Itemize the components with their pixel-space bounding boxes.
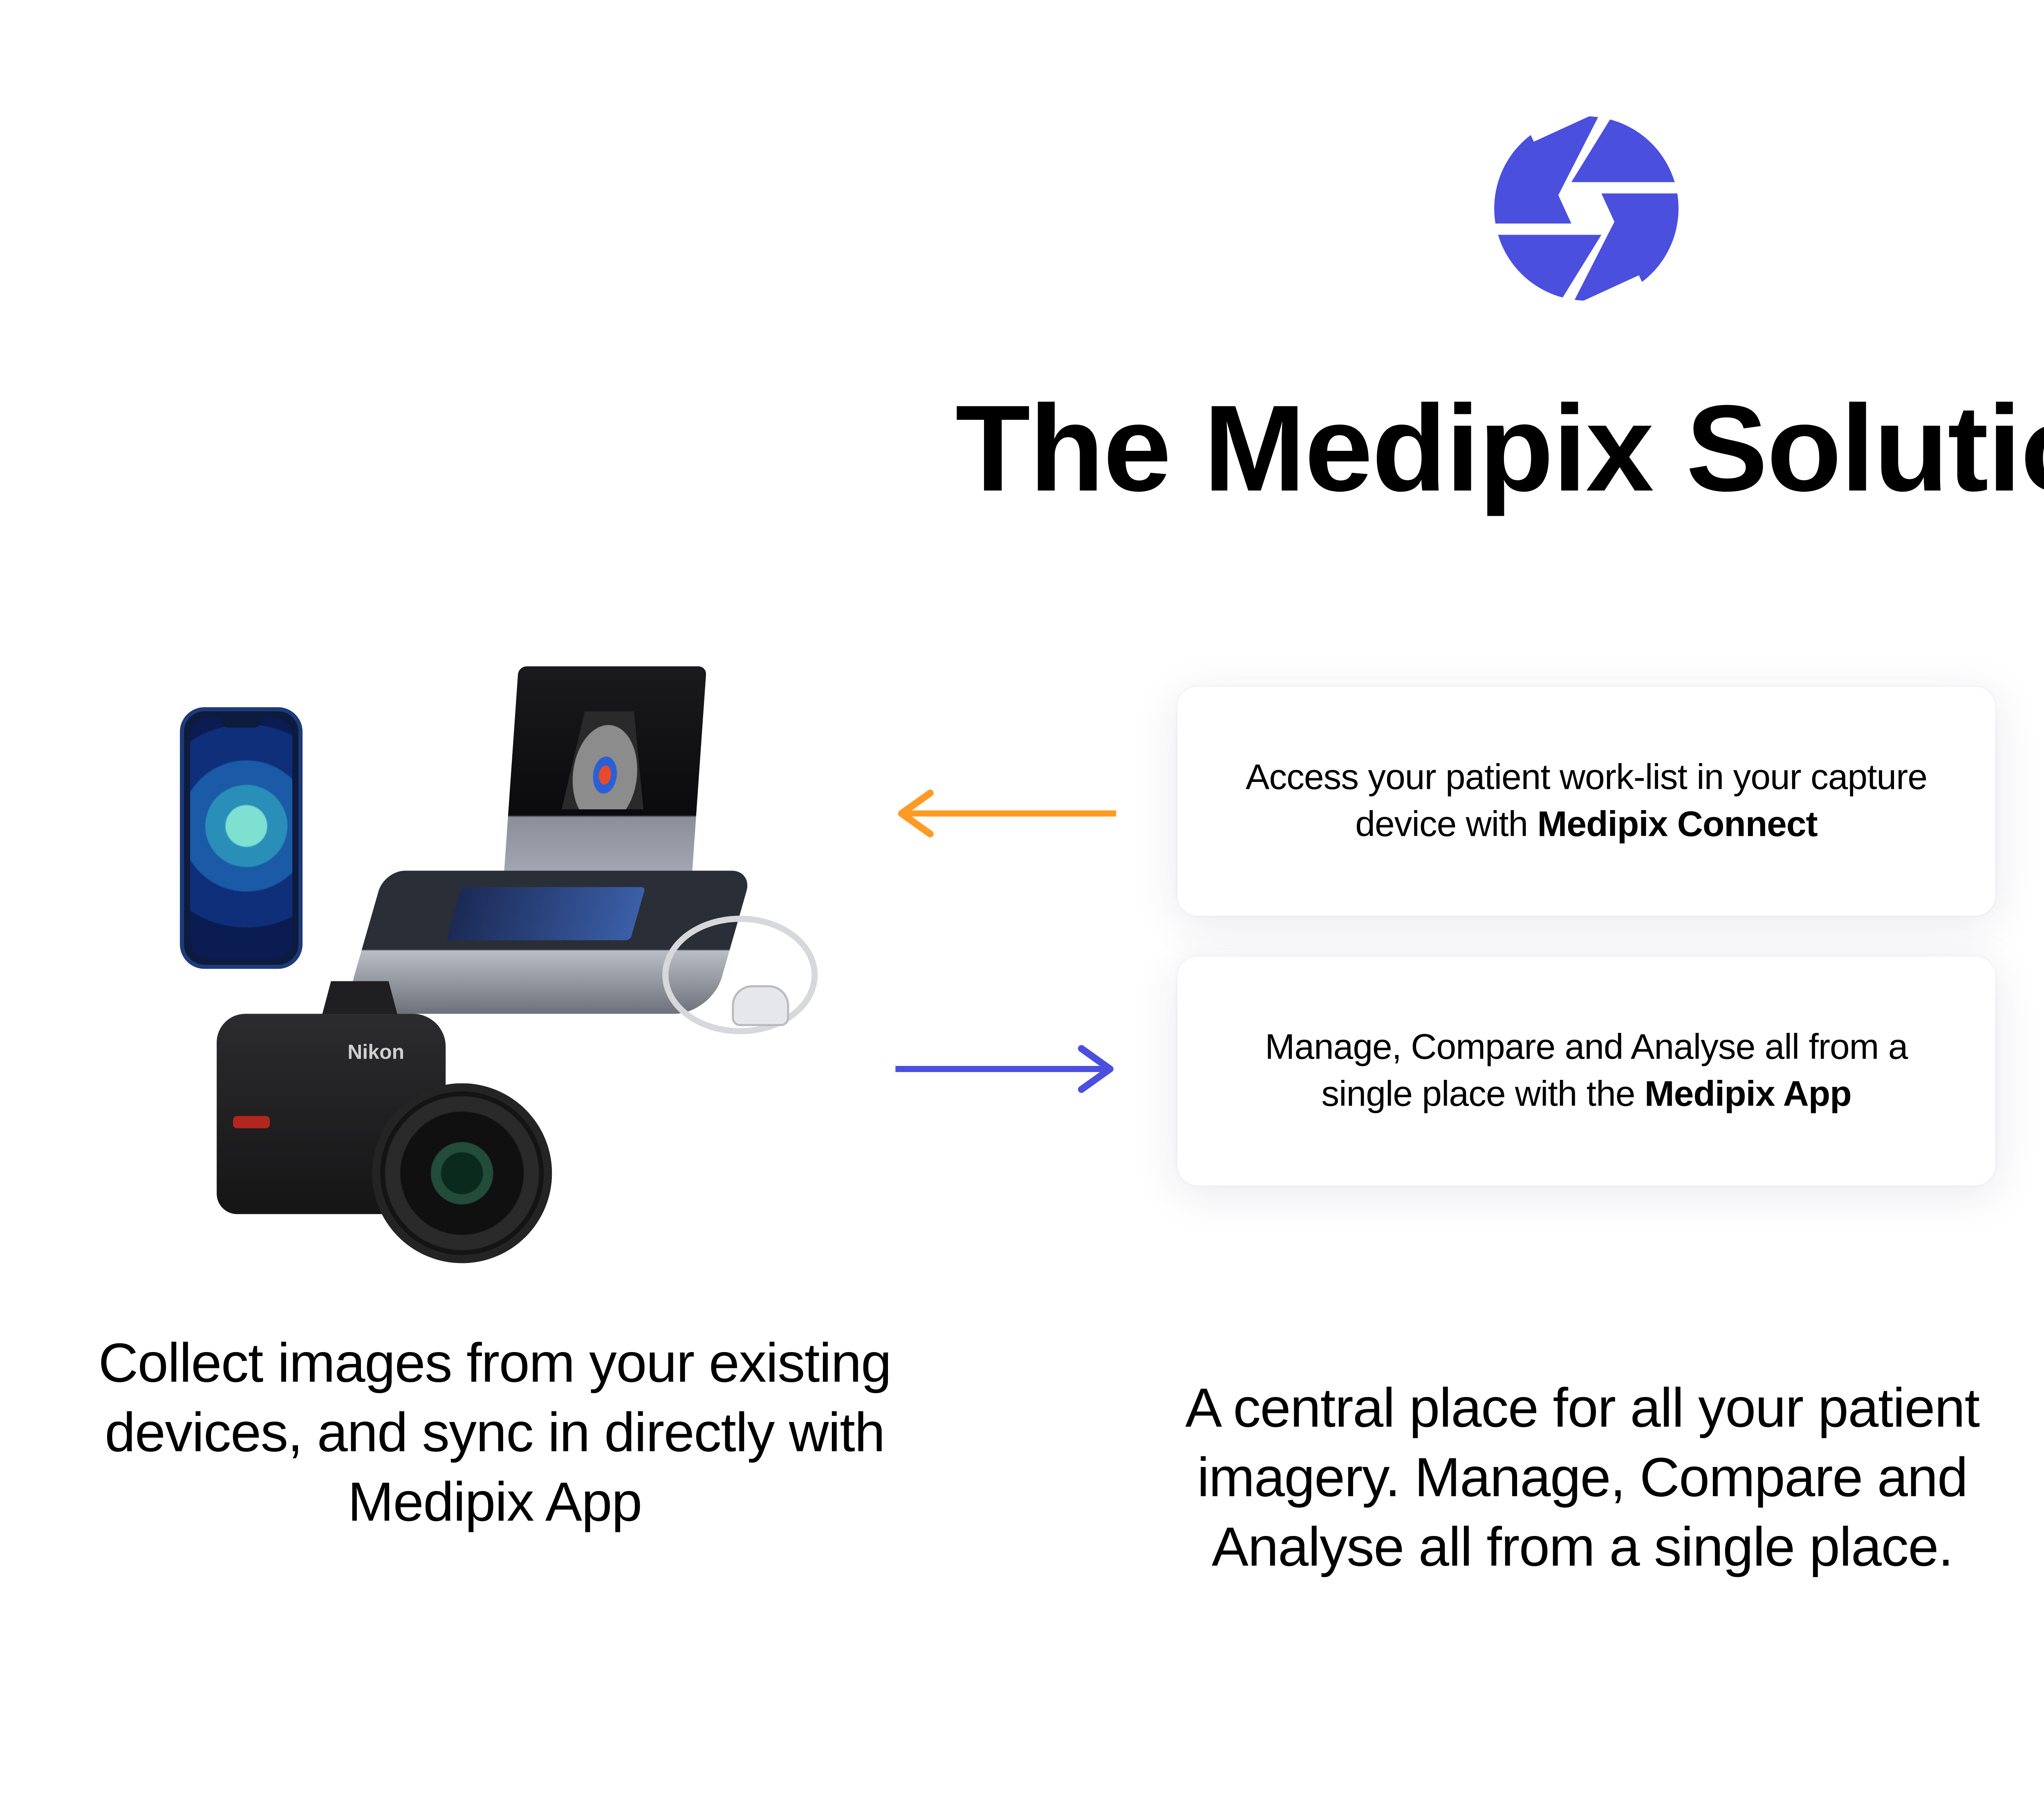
card-text: Manage, Compare and Analyse all from a s… (1265, 1026, 1908, 1114)
ultrasound-probe (732, 985, 789, 1026)
camera-brand-label: Nikon (347, 1042, 405, 1065)
camera-lens (372, 1083, 552, 1263)
camera-grip-accent (233, 1116, 270, 1129)
medipix-app-card: Manage, Compare and Analyse all from a s… (1177, 956, 1995, 1186)
card-product-name: Medipix Connect (1537, 803, 1818, 844)
camera-aperture-icon (1494, 116, 1679, 301)
arrow-right-blue-icon (895, 1045, 1114, 1093)
medipix-connect-card: Access your patient work-list in your ca… (1177, 687, 1995, 916)
card-text: Access your patient work-list in your ca… (1245, 756, 1927, 844)
page-title: The Medipix Solution (955, 380, 2044, 517)
caption-collect-images: Collect images from your existing device… (98, 1332, 892, 1533)
caption-central-place: A central place for all your patient ima… (1185, 1377, 1980, 1578)
ultrasound-scanner-image (503, 666, 707, 879)
smartphone-image (180, 707, 303, 969)
capture-devices-illustration: Nikon (159, 650, 834, 1263)
card-product-name: Medipix App (1644, 1073, 1852, 1114)
arrow-left-orange-icon (898, 789, 1116, 837)
